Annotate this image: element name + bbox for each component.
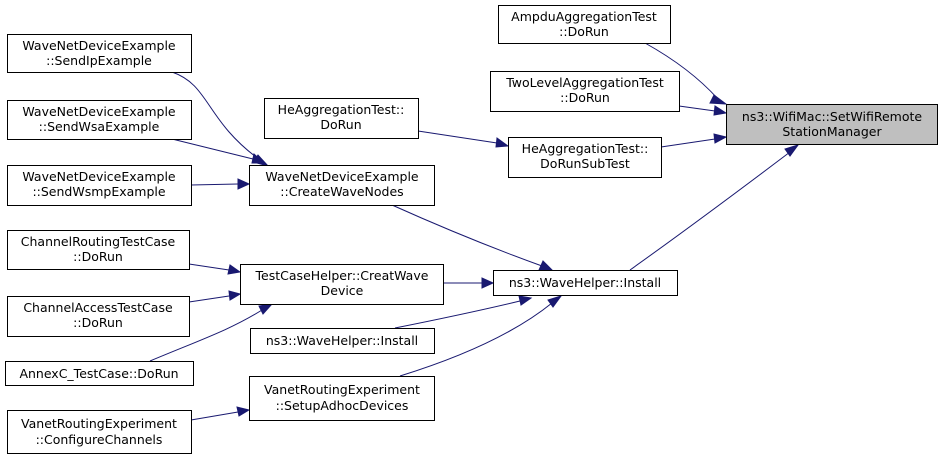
node-chanrouting-line2: ::DoRun <box>73 249 123 264</box>
node-vanetconfig[interactable]: VanetRoutingExperiment ::ConfigureChanne… <box>7 410 192 454</box>
node-createwave-line2: ::CreateWaveNodes <box>280 184 403 199</box>
edge-chanaccess-to-tchelper <box>188 290 242 303</box>
node-twolevel-line2: ::DoRun <box>560 90 610 105</box>
edge-sendwsmp-to-createwave <box>190 178 251 190</box>
node-setwifi[interactable]: ns3::WifiMac::SetWifiRemote StationManag… <box>726 104 938 145</box>
node-chanaccess-line2: ::DoRun <box>73 315 123 330</box>
node-vanetsetup[interactable]: VanetRoutingExperiment ::SetupAdhocDevic… <box>249 376 435 421</box>
edge-twolevel-to-setwifi <box>678 105 728 116</box>
node-tchelper-line2: Device <box>321 283 364 298</box>
node-ampdu[interactable]: AmpduAggregationTest ::DoRun <box>498 5 671 44</box>
edge-vanetsetup-to-wavehelper <box>399 295 563 377</box>
node-chanaccess-line1: ChannelAccessTestCase <box>23 300 173 315</box>
node-ampdu-line1: AmpduAggregationTest <box>511 9 657 24</box>
node-sendwsa-line2: ::SendWsaExample <box>39 119 160 134</box>
node-createwave[interactable]: WaveNetDeviceExample ::CreateWaveNodes <box>249 165 435 206</box>
node-hesub[interactable]: HeAggregationTest:: DoRunSubTest <box>508 137 662 178</box>
edge-chanrouting-to-tchelper <box>188 263 242 275</box>
node-sendwsmp[interactable]: WaveNetDeviceExample ::SendWsmpExample <box>7 165 192 206</box>
node-wavehelper-line1: ns3::WaveHelper::Install <box>509 275 661 290</box>
node-createwave-line1: WaveNetDeviceExample <box>265 169 419 184</box>
edge-vanetconfig-to-vanetsetup <box>190 406 251 421</box>
node-sendwsmp-line1: WaveNetDeviceExample <box>22 169 176 184</box>
node-hedorun-line1: HeAggregationTest:: <box>278 102 405 117</box>
node-chanaccess[interactable]: ChannelAccessTestCase ::DoRun <box>7 296 190 337</box>
node-sendwsa[interactable]: WaveNetDeviceExample ::SendWsaExample <box>7 100 192 140</box>
edge-hesub-to-setwifi <box>660 133 728 148</box>
node-annexc[interactable]: AnnexC_TestCase::DoRun <box>5 361 194 386</box>
node-sendip-line2: ::SendIpExample <box>46 53 152 68</box>
edge-annexc-to-tchelper <box>149 303 274 362</box>
node-annexc-line1: AnnexC_TestCase::DoRun <box>19 366 178 381</box>
node-hedorun-line2: DoRun <box>320 117 361 132</box>
node-hesub-line2: DoRunSubTest <box>540 156 630 171</box>
node-vanetsetup-line1: VanetRoutingExperiment <box>264 382 420 397</box>
node-sendip[interactable]: WaveNetDeviceExample ::SendIpExample <box>7 34 192 73</box>
node-ampdu-line2: ::DoRun <box>559 24 609 39</box>
node-chanrouting[interactable]: ChannelRoutingTestCase ::DoRun <box>7 230 190 270</box>
node-sendip-line1: WaveNetDeviceExample <box>22 38 176 53</box>
node-wavehelper2-line1: ns3::WaveHelper::Install <box>266 333 418 348</box>
node-setwifi-line2: StationManager <box>782 124 882 139</box>
node-twolevel-line1: TwoLevelAggregationTest <box>505 75 664 90</box>
node-vanetconfig-line1: VanetRoutingExperiment <box>21 416 177 431</box>
edge-createwave-to-wavehelper <box>391 204 554 271</box>
node-hesub-line1: HeAggregationTest:: <box>522 141 649 156</box>
edge-sendwsa-to-createwave <box>171 138 266 164</box>
node-tchelper-line1: TestCaseHelper::CreatWave <box>255 268 429 283</box>
node-wavehelper[interactable]: ns3::WaveHelper::Install <box>493 270 678 296</box>
node-hedorun[interactable]: HeAggregationTest:: DoRun <box>264 98 419 139</box>
edge-tchelper-to-wavehelper <box>444 277 495 289</box>
edge-wavehelper-to-setwifi <box>629 144 800 271</box>
node-vanetconfig-line2: ::ConfigureChannels <box>36 432 163 447</box>
edge-hedorun-to-hesub <box>417 130 510 148</box>
node-sendwsmp-line2: ::SendWsmpExample <box>32 184 165 199</box>
node-twolevel[interactable]: TwoLevelAggregationTest ::DoRun <box>490 71 680 112</box>
node-chanrouting-line1: ChannelRoutingTestCase <box>21 234 176 249</box>
edge-ampdu-to-setwifi <box>644 42 728 105</box>
edge-wavehelper2-to-wavehelper <box>394 295 533 329</box>
node-sendwsa-line1: WaveNetDeviceExample <box>22 104 176 119</box>
node-vanetsetup-line2: ::SetupAdhocDevices <box>276 398 409 413</box>
node-wavehelper2[interactable]: ns3::WaveHelper::Install <box>250 328 435 354</box>
node-setwifi-line1: ns3::WifiMac::SetWifiRemote <box>742 109 922 124</box>
node-tchelper[interactable]: TestCaseHelper::CreatWave Device <box>240 264 444 305</box>
